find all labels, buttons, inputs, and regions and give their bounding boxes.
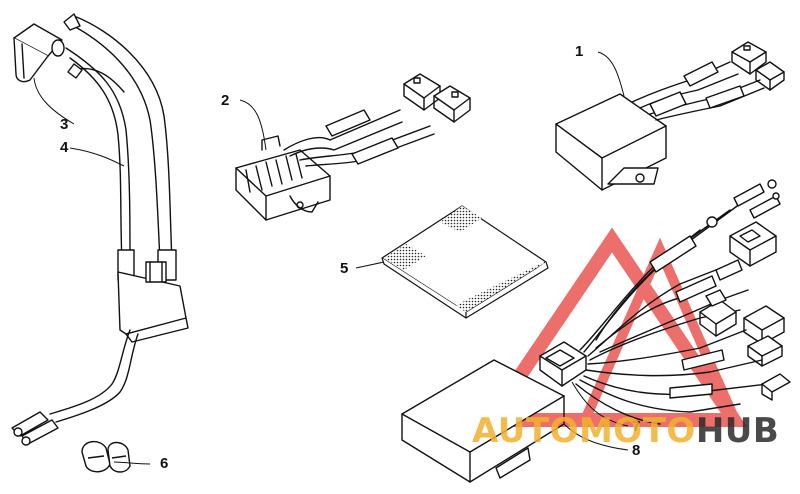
watermark-logo-triangle (476, 227, 748, 427)
watermark-text-primary: AUTOMOTO (472, 411, 696, 451)
wiring-harness (401, 179, 791, 483)
watermark-text: AUTOMOTOHUB (472, 414, 779, 448)
callout-2: 2 (221, 92, 230, 109)
callout-7: 7 (632, 418, 641, 435)
cdi-box (555, 41, 785, 191)
ignition-coil (11, 13, 189, 446)
callout-1: 1 (575, 43, 584, 60)
clamp (81, 441, 131, 473)
callout-8: 8 (632, 442, 641, 459)
leader-lines (33, 51, 629, 465)
voltage-regulator (235, 73, 471, 221)
callout-3: 3 (60, 116, 69, 133)
callout-5: 5 (340, 260, 349, 277)
watermark-text-secondary: HUB (695, 411, 780, 451)
decal-pad (381, 205, 549, 319)
callout-6: 6 (160, 455, 169, 472)
callout-4: 4 (60, 139, 69, 156)
